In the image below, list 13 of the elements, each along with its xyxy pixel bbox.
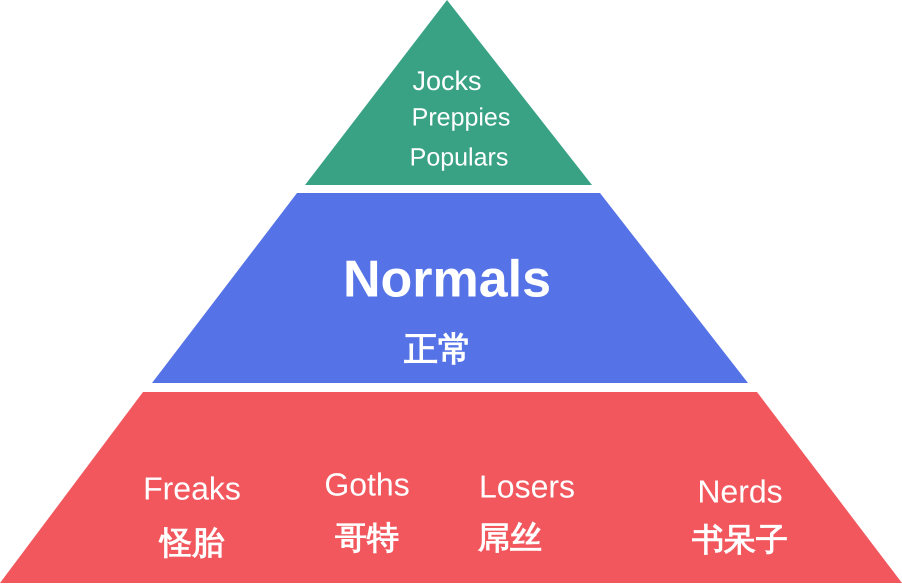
tier-label: Nerds	[697, 474, 783, 510]
tier-label: 书呆子	[692, 522, 788, 558]
tier-label: 屌丝	[478, 520, 542, 556]
tier-label: Preppies	[412, 104, 510, 132]
tier-label: Losers	[478, 469, 576, 505]
tier-label: 哥特	[335, 520, 399, 556]
tier-label: Goths	[324, 467, 410, 503]
tier-label: Populars	[410, 144, 508, 172]
tier-label: Normals	[342, 251, 552, 309]
tier-label: Jocks	[412, 67, 482, 97]
tier-label: 正常	[404, 331, 472, 369]
tier-label: Freaks	[143, 471, 241, 507]
tier-label: 怪胎	[160, 525, 224, 561]
